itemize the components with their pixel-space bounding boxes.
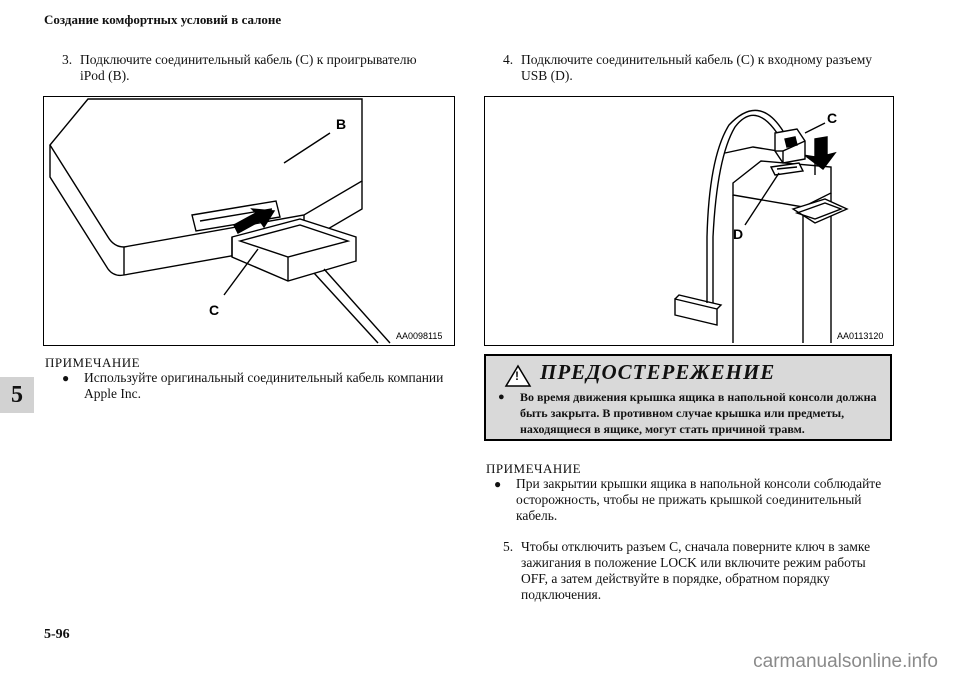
note-title: ПРИМЕЧАНИЕ bbox=[45, 355, 141, 370]
page-header: Создание комфортных условий в салоне bbox=[44, 12, 282, 27]
step-number: 4. bbox=[503, 52, 514, 67]
warning-triangle-icon bbox=[504, 364, 532, 387]
callout-c: C bbox=[827, 110, 837, 126]
step-4: 4. Подключите соединительный кабель (С) … bbox=[503, 52, 883, 84]
bullet-icon: ● bbox=[494, 477, 502, 491]
ipod-cable-illustration: B C AA0098115 bbox=[49, 98, 442, 344]
watermark: carmanualsonline.info bbox=[753, 651, 938, 672]
bullet-icon: ● bbox=[62, 371, 70, 385]
note-text: Используйте оригинальный соединительный … bbox=[84, 370, 444, 401]
note-text: При закрытии крышки ящика в напольной ко… bbox=[516, 476, 882, 523]
warning-symbol: ! bbox=[515, 369, 519, 383]
chapter-tab: 5 bbox=[0, 377, 34, 413]
bullet-icon: ● bbox=[498, 391, 505, 403]
note-title: ПРИМЕЧАНИЕ bbox=[486, 461, 582, 476]
figure-usb-connection: C D AA0113120 bbox=[484, 96, 894, 346]
step-text: Чтобы отключить разъем С, сначала поверн… bbox=[521, 539, 871, 602]
page-number: 5-96 bbox=[44, 627, 70, 642]
warning-title: ПРЕДОСТЕРЕЖЕНИЕ bbox=[540, 360, 776, 384]
step-text: Подключите соединительный кабель (С) к п… bbox=[80, 52, 417, 83]
warning-text: Во время движения крышка ящика в напольн… bbox=[520, 390, 877, 436]
callout-d: D bbox=[733, 226, 743, 242]
warning-box: ! ПРЕДОСТЕРЕЖЕНИЕ ● Во время движения кр… bbox=[484, 354, 892, 441]
step-number: 3. bbox=[62, 52, 73, 67]
step-text: Подключите соединительный кабель (С) к в… bbox=[521, 52, 873, 83]
warning-bullet: ● Во время движения крышка ящика в напол… bbox=[498, 389, 884, 437]
note-bullet: ● При закрытии крышки ящика в напольной … bbox=[494, 476, 894, 524]
figure-code: AA0113120 bbox=[837, 331, 883, 341]
step-3: 3. Подключите соединительный кабель (С) … bbox=[62, 52, 442, 84]
step-5: 5. Чтобы отключить разъем С, сначала пов… bbox=[503, 539, 883, 603]
usb-cable-illustration: C D AA0113120 bbox=[674, 109, 883, 343]
figure-code: AA0098115 bbox=[396, 331, 442, 341]
note-bullet: ● Используйте оригинальный соединительны… bbox=[62, 370, 447, 402]
figure-ipod-connection: B C AA0098115 bbox=[43, 96, 455, 346]
step-number: 5. bbox=[503, 539, 514, 554]
callout-b: B bbox=[336, 116, 346, 132]
callout-c: C bbox=[209, 302, 219, 318]
